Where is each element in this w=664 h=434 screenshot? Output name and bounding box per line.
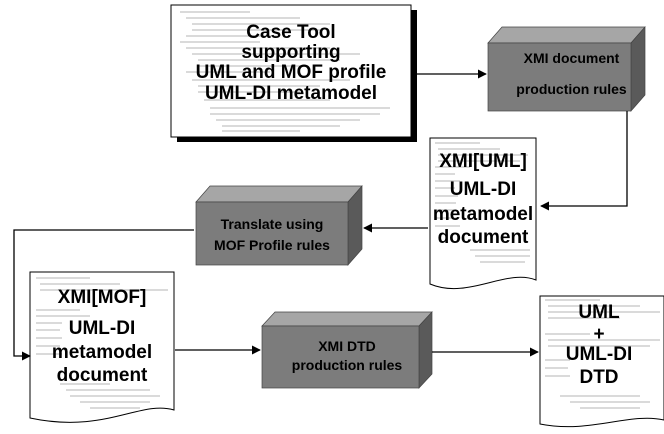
case-tool-label-1: Case Tool	[246, 22, 336, 43]
xmi-uml-code-lines	[435, 142, 530, 263]
xmi-mof-label-3: metamodel	[51, 342, 153, 363]
xmi-doc-rules-label-2: production rules	[516, 81, 627, 97]
uml-dtd-code-lines	[545, 299, 660, 409]
xmi-mof-label-2: UML-DI	[68, 318, 136, 339]
xmi-document-rules-box	[487, 26, 646, 112]
connectors	[13, 69, 628, 361]
uml-dtd-label-2: +	[593, 324, 605, 345]
xmi-doc-rules-label-1: XMI document	[523, 50, 620, 66]
uml-dtd-label-1: UML	[578, 302, 620, 323]
translate-label-2: MOF Profile rules	[214, 237, 330, 253]
xmi-mof-code-lines	[36, 277, 168, 409]
case-tool-label-3: UML and MOF profile	[195, 62, 387, 83]
case-tool-label-2: supporting	[241, 42, 341, 63]
xmi-uml-label-1: XMI[UML]	[439, 151, 527, 172]
xmi-mof-label-1: XMI[MOF]	[57, 287, 147, 308]
xmi-dtd-rules-label-2: production rules	[291, 357, 403, 373]
arrow-xmi-rules-to-xmi-uml	[540, 111, 628, 211]
xmi-uml-label-3: metamodel	[432, 204, 534, 225]
xmi-mof-label-4: document	[56, 365, 148, 386]
uml-dtd-label-3: UML-DI	[565, 344, 633, 365]
translate-box	[195, 185, 363, 266]
xmi-uml-label-2: UML-DI	[449, 179, 517, 200]
xmi-mof-document	[29, 271, 175, 423]
case-tool-document	[170, 4, 417, 142]
xmi-dtd-rules-box	[261, 311, 433, 389]
xmi-dtd-rules-label-1: XMI DTD	[318, 338, 376, 354]
case-tool-label-4: UML-DI metamodel	[204, 83, 378, 104]
uml-dtd-label-4: DTD	[579, 367, 619, 388]
arrow-translate-to-xmi-mof	[13, 229, 194, 361]
case-tool-code-lines	[180, 11, 390, 132]
xmi-uml-document	[429, 137, 537, 289]
translate-label-1: Translate using	[220, 216, 324, 232]
uml-dtd-document	[539, 295, 664, 428]
xmi-uml-label-4: document	[437, 227, 529, 248]
